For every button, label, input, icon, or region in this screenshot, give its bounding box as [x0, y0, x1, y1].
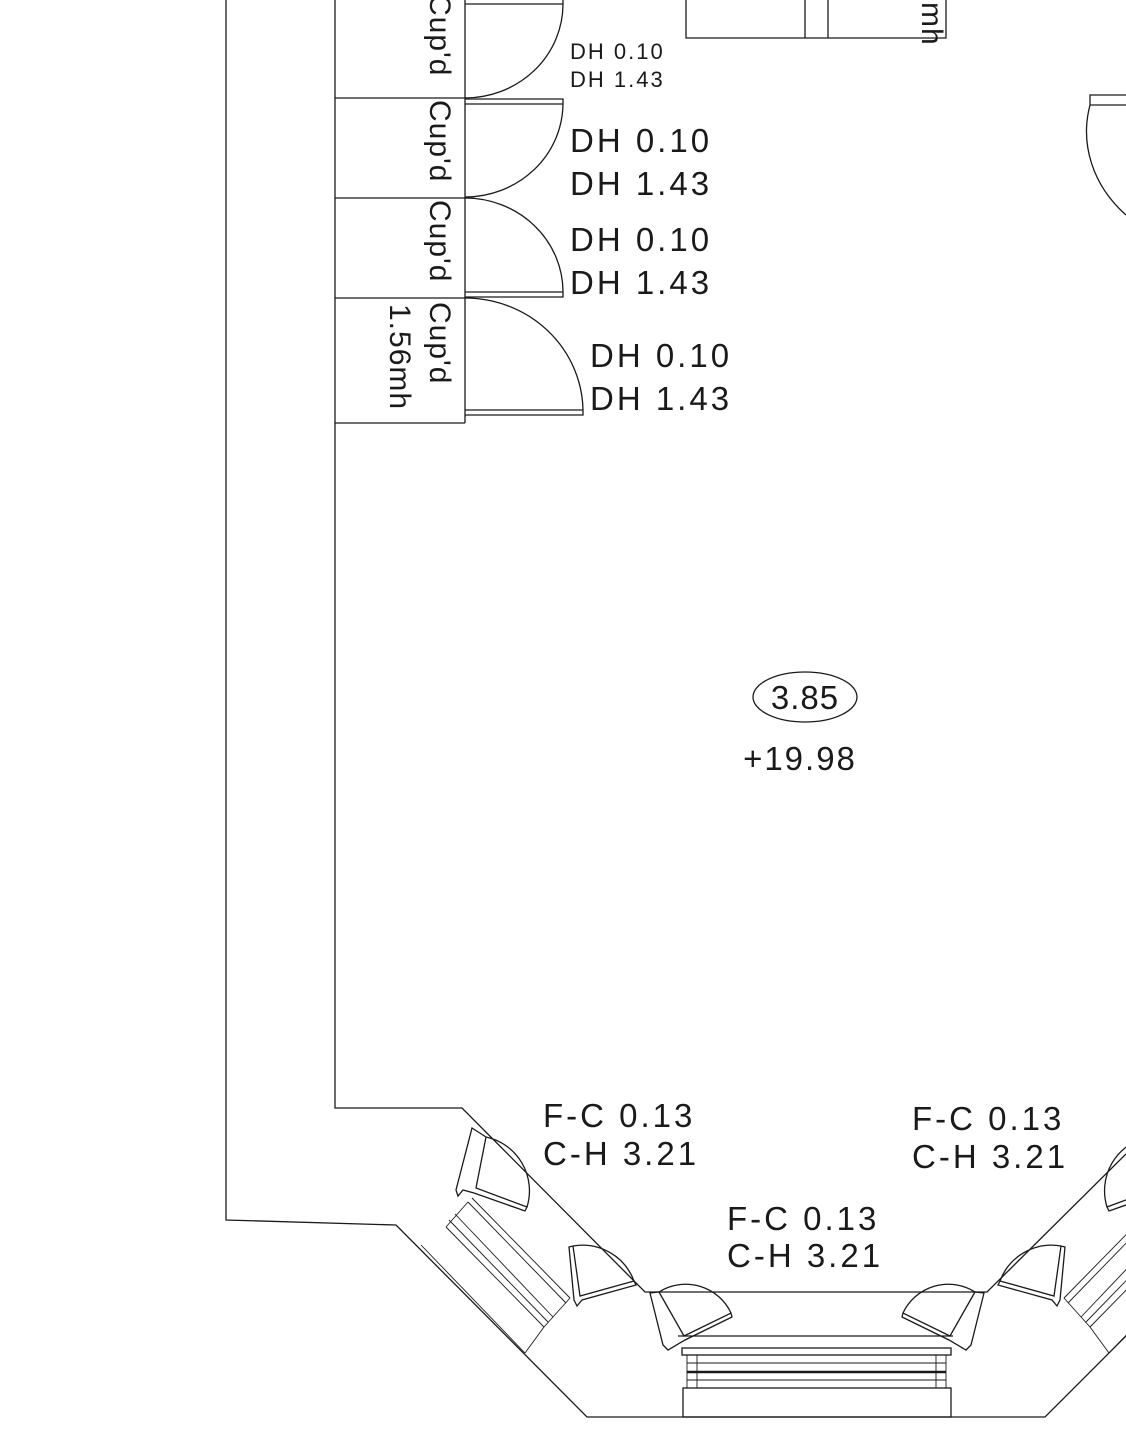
top-unit-label: mh — [915, 2, 948, 46]
door-height-2b: DH 1.43 — [570, 165, 712, 202]
cupboard-block — [335, 0, 584, 424]
outer-wall — [225, 0, 1126, 1418]
cupboard-door-4[interactable] — [464, 297, 584, 416]
cupboard-door-2[interactable] — [464, 98, 564, 198]
cupboard-label-2: Cup'd — [423, 100, 456, 182]
inner-wall — [334, 0, 1126, 1293]
level-tag: 3.85 — [771, 679, 839, 716]
door-height-1a: DH 0.10 — [570, 39, 665, 64]
door-height-4a: DH 0.10 — [590, 337, 732, 374]
top-unit: mh — [685, 0, 948, 46]
right-door — [1085, 94, 1126, 216]
door-height-3a: DH 0.10 — [570, 221, 712, 258]
room-elevation: +19.98 — [743, 740, 857, 777]
window-1-ch: C-H 3.21 — [543, 1135, 699, 1172]
bay-window-left — [420, 1126, 733, 1354]
window-1-fc: F-C 0.13 — [543, 1097, 695, 1134]
window-3-ch: C-H 3.21 — [912, 1138, 1068, 1175]
cupboard-height: 1.56mh — [383, 304, 416, 410]
cupboard-label-4: Cup'd — [423, 302, 456, 384]
cupboard-label-1: Cup'd — [423, 0, 456, 76]
level-tag-oval — [752, 671, 858, 723]
window-2-fc: F-C 0.13 — [727, 1200, 879, 1237]
cupboard-door-1[interactable] — [464, 0, 564, 99]
door-height-1b: DH 1.43 — [570, 67, 665, 92]
door-height-3b: DH 1.43 — [570, 264, 712, 301]
door-height-4b: DH 1.43 — [590, 380, 732, 417]
bay-window-center — [678, 1335, 953, 1418]
window-3-fc: F-C 0.13 — [912, 1100, 1064, 1137]
cupboard-label-3: Cup'd — [423, 200, 456, 282]
window-2-ch: C-H 3.21 — [727, 1237, 883, 1274]
door-height-2a: DH 0.10 — [570, 122, 712, 159]
cupboard-door-3[interactable] — [464, 197, 564, 298]
